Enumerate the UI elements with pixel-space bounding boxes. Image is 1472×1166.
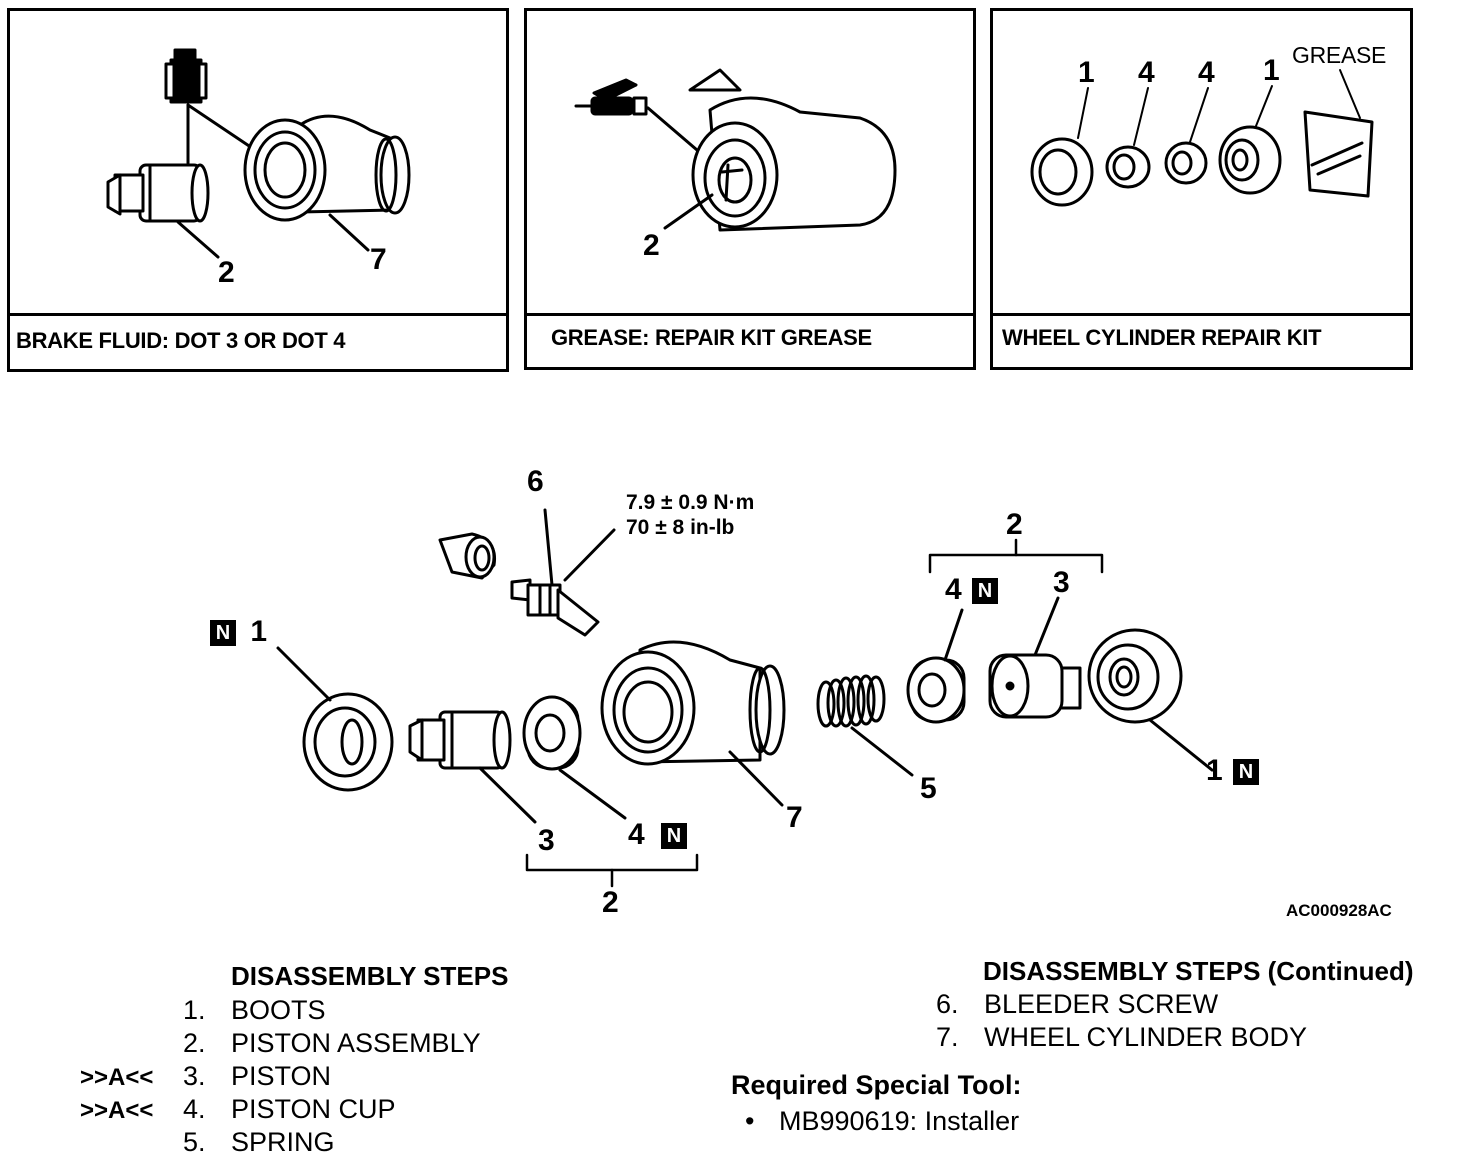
callout-number: 4 [628, 818, 645, 851]
panel3-grease-label: GREASE [1292, 42, 1387, 68]
service-point-marker: >>A<< [80, 1064, 154, 1091]
step-item: 3. PISTON [183, 1061, 331, 1092]
panel2-callout-piston: 2 [643, 229, 660, 262]
step-number: 6. [936, 989, 959, 1019]
step-item: 1. BOOTS [183, 995, 326, 1026]
panel-divider [527, 313, 973, 316]
panel-divider [10, 313, 506, 316]
panel-caption-brake-fluid: BRAKE FLUID: DOT 3 OR DOT 4 [16, 328, 346, 353]
step-number: 4. [183, 1094, 206, 1124]
boot-left-drawing [302, 692, 394, 792]
panel3-callout-boot-right: 1 [1263, 54, 1280, 87]
step-label: PISTON [231, 1061, 332, 1091]
step-item: 2. PISTON ASSEMBLY [183, 1028, 481, 1059]
torque-spec: 7.9 ± 0.9 N·m 70 ± 8 in-lb [626, 490, 754, 540]
step-number: 7. [936, 1022, 959, 1052]
special-tool-item: • MB990619: Installer [745, 1106, 1019, 1137]
bullet: • [745, 1106, 755, 1136]
step-item: 5. SPRING [183, 1127, 335, 1158]
service-point-marker: >>A<< [80, 1097, 154, 1124]
callout-bleeder-screw: 6 [527, 465, 544, 498]
assembly-bracket-right [928, 553, 1104, 574]
special-tool-label: MB990619: Installer [779, 1106, 1020, 1136]
panel1-callout-piston: 2 [218, 256, 235, 289]
callout-cylinder-body: 7 [786, 801, 803, 834]
step-number: 1. [183, 995, 206, 1025]
step-label: PISTON ASSEMBLY [231, 1028, 481, 1058]
callout-boot-left: N 1 [210, 617, 267, 647]
torque-spec-metric: 7.9 ± 0.9 N·m [626, 491, 755, 514]
panel-caption-repair-kit: WHEEL CYLINDER REPAIR KIT [1002, 325, 1322, 350]
brake-fluid-bottle-icon [164, 48, 208, 104]
callout-assembly-right: 2 [1006, 508, 1023, 541]
panel-caption-grease: GREASE: REPAIR KIT GREASE [551, 325, 872, 350]
step-label: BLEEDER SCREW [984, 989, 1219, 1019]
step-label: SPRING [231, 1127, 335, 1157]
callout-assembly-left: 2 [602, 886, 619, 919]
panel1-callout-body: 7 [370, 243, 387, 276]
callout-number: 1 [250, 615, 268, 648]
callout-number: 4 [945, 573, 962, 606]
steps-left-title: DISASSEMBLY STEPS [231, 961, 509, 991]
figure-id: AC000928AC [1286, 901, 1392, 920]
callout-cup-right: 4 N [945, 573, 999, 606]
piston-left-drawing [408, 710, 512, 770]
grease-packet-icon [1303, 110, 1374, 198]
piston-cup-right-drawing [906, 656, 966, 724]
callout-piston-right: 3 [1053, 566, 1070, 599]
new-part-badge: N [210, 620, 236, 647]
callout-spring: 5 [920, 772, 937, 805]
bleeder-cap-drawing [438, 532, 497, 580]
step-item: 7. WHEEL CYLINDER BODY [936, 1022, 1307, 1053]
panel3-callout-boot-left: 1 [1078, 56, 1095, 89]
wheel-cylinder-drawing [243, 114, 411, 222]
callout-cup-left: 4 N [628, 818, 688, 851]
grease-tube-icon [574, 78, 648, 116]
torque-spec-imperial: 70 ± 8 in-lb [626, 516, 735, 539]
wheel-cylinder-drawing [688, 68, 897, 232]
callout-number: 1 [1206, 754, 1223, 787]
step-label: BOOTS [231, 995, 326, 1025]
spring-drawing [816, 674, 886, 728]
piston-drawing [106, 163, 210, 223]
callout-boot-right: 1 N [1206, 754, 1260, 787]
step-label: WHEEL CYLINDER BODY [984, 1022, 1308, 1052]
panel3-callout-cup-right: 4 [1198, 56, 1215, 89]
panel-divider [993, 313, 1410, 316]
step-number: 5. [183, 1127, 206, 1157]
new-part-badge: N [1233, 759, 1260, 786]
repair-kit-parts-drawing [1030, 125, 1282, 207]
new-part-badge: N [661, 823, 688, 850]
step-label: PISTON CUP [231, 1094, 396, 1124]
piston-cup-left-drawing [522, 695, 582, 771]
step-number: 2. [183, 1028, 206, 1058]
step-number: 3. [183, 1061, 206, 1091]
step-item: 6. BLEEDER SCREW [936, 989, 1218, 1020]
callout-piston-left: 3 [538, 824, 555, 857]
piston-right-drawing [988, 653, 1082, 719]
wheel-cylinder-body-drawing [600, 640, 786, 766]
assembly-bracket-left [525, 853, 699, 872]
special-tool-title: Required Special Tool: [731, 1070, 1022, 1100]
bleeder-screw-drawing [510, 578, 600, 637]
step-item: 4. PISTON CUP [183, 1094, 396, 1125]
new-part-badge: N [972, 578, 999, 605]
steps-right-title: DISASSEMBLY STEPS (Continued) [983, 956, 1414, 986]
boot-right-drawing [1087, 628, 1183, 724]
panel3-callout-cup-left: 4 [1138, 56, 1155, 89]
